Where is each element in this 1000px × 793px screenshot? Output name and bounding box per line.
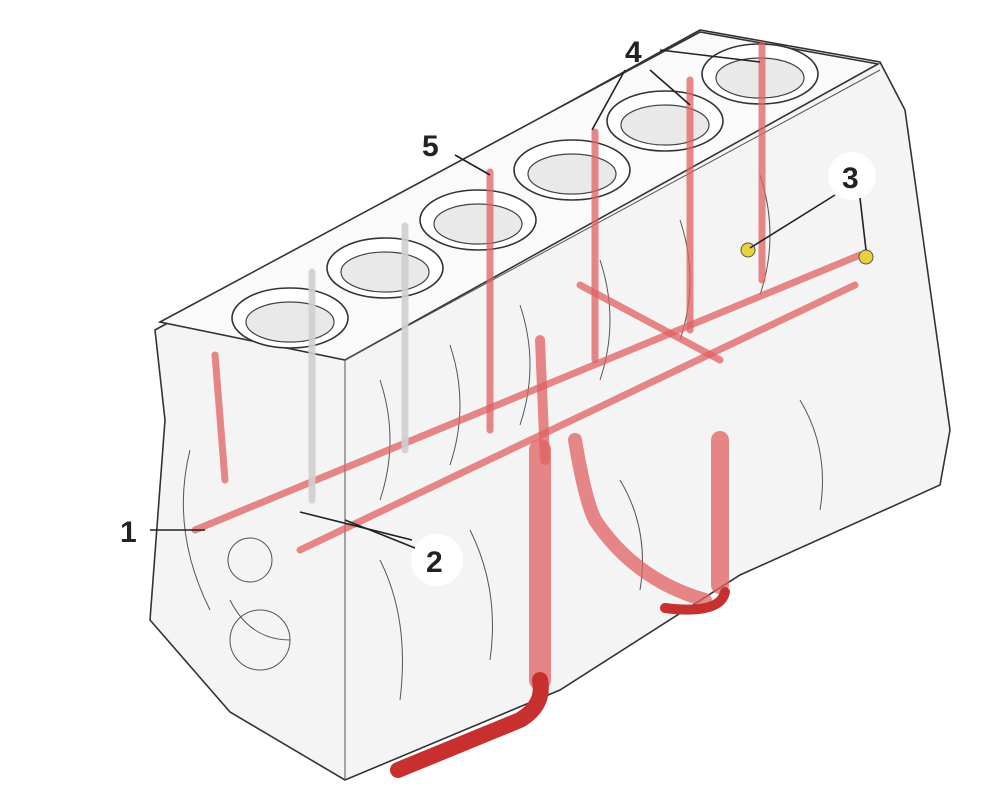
callout-label-5: 5 xyxy=(422,130,439,163)
block-ribs xyxy=(182,174,823,701)
gallery-plug xyxy=(858,249,874,265)
callout-3: 3 xyxy=(749,152,876,251)
callout-1: 1 xyxy=(120,516,205,549)
oil-return-pipe xyxy=(660,587,730,615)
callout-label-2: 2 xyxy=(426,546,443,579)
callout-5: 5 xyxy=(422,130,491,176)
callout-2: 2 xyxy=(299,511,463,586)
callout-label-4: 4 xyxy=(625,36,642,69)
callout-label-1: 1 xyxy=(120,516,137,549)
callout-label-3: 3 xyxy=(842,162,859,195)
engine-block-body xyxy=(149,29,951,781)
gallery-plug xyxy=(740,242,756,258)
oil-pickup-pipe xyxy=(390,672,549,778)
oil-galleries xyxy=(191,41,864,691)
callout-4: 4 xyxy=(591,36,761,131)
block-edge xyxy=(344,69,881,361)
